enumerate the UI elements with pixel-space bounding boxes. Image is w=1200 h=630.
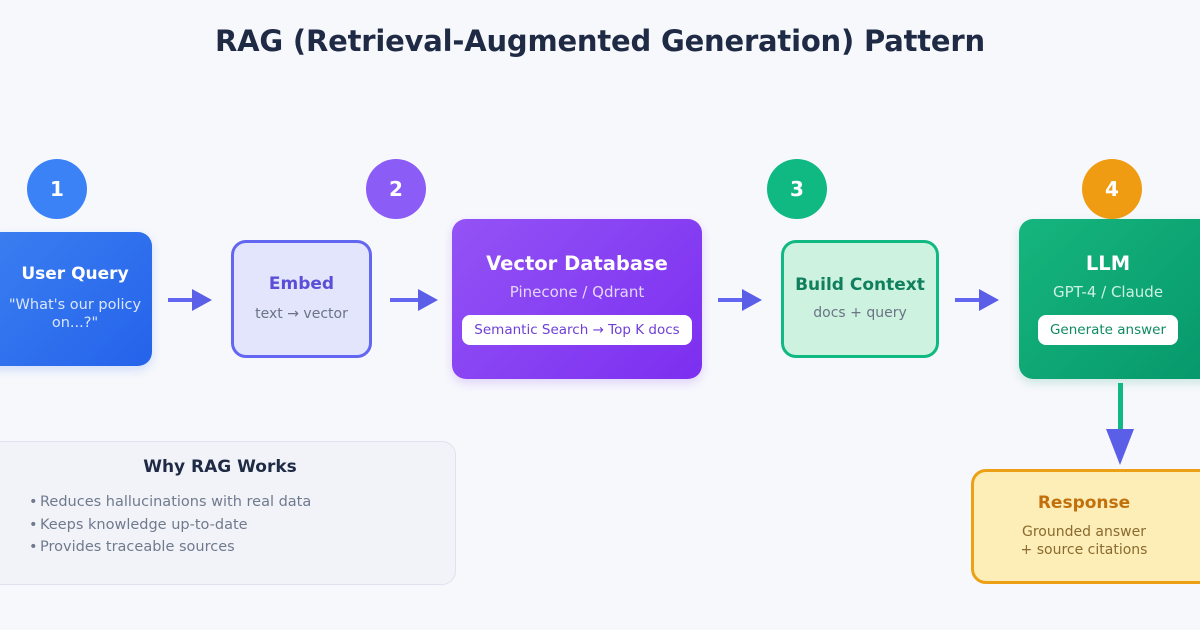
page-title: RAG (Retrieval-Augmented Generation) Pat…: [215, 24, 985, 58]
node-vector-database-subtitle: Pinecone / Qdrant: [509, 283, 645, 302]
step-badge-2: 2: [366, 159, 426, 219]
bullet-icon: •: [29, 516, 38, 533]
list-item-label: Provides traceable sources: [40, 539, 235, 556]
step-badge-4: 4: [1082, 159, 1142, 219]
arrow-llm-to-response: [1106, 383, 1134, 467]
node-user-query-subtitle: "What's our policy on...?": [8, 296, 142, 332]
list-item-label: Reduces hallucinations with real data: [40, 494, 312, 510]
arrow-head-down-icon: [1106, 429, 1134, 465]
arrow-shaft-vertical: [1117, 383, 1123, 429]
node-response-title: Response: [1037, 492, 1131, 513]
node-llm: LLM GPT-4 / Claude Generate answer: [1019, 219, 1200, 379]
why-rag-works-list: •Reduces hallucinations with real data •…: [27, 491, 431, 559]
node-build-context-subtitle: docs + query: [813, 304, 907, 321]
arrow-shaft: [955, 298, 979, 302]
arrow-shaft: [390, 298, 418, 302]
arrow-user-query-to-embed: [168, 289, 212, 311]
arrow-head-icon: [979, 289, 999, 311]
node-llm-chip: Generate answer: [1037, 314, 1179, 345]
bullet-icon: •: [29, 494, 38, 510]
node-embed-subtitle: text → vector: [255, 306, 348, 323]
why-rag-works-card: Why RAG Works •Reduces hallucinations wi…: [0, 441, 456, 585]
node-llm-title: LLM: [1085, 252, 1131, 276]
node-vector-database-chip: Semantic Search → Top K docs: [462, 314, 692, 345]
node-response-subtitle-line1: Grounded answer: [1021, 523, 1146, 540]
arrow-head-icon: [192, 289, 212, 311]
arrow-vector-db-to-build-context: [718, 289, 762, 311]
arrow-shaft: [718, 298, 742, 302]
node-llm-subtitle: GPT-4 / Claude: [1052, 283, 1164, 302]
why-rag-works-title: Why RAG Works: [143, 457, 297, 477]
node-user-query: User Query "What's our policy on...?": [0, 232, 152, 366]
node-embed-title: Embed: [268, 273, 335, 294]
node-build-context-title: Build Context: [795, 275, 925, 296]
node-response-subtitle-line2: + source citations: [1020, 541, 1148, 558]
node-build-context: Build Context docs + query: [781, 240, 939, 358]
arrow-head-icon: [742, 289, 762, 311]
arrow-build-context-to-llm: [955, 289, 999, 311]
bullet-icon: •: [29, 539, 38, 556]
list-item: •Keeps knowledge up-to-date: [27, 514, 431, 537]
list-item-label: Keeps knowledge up-to-date: [40, 516, 248, 533]
node-response: Response Grounded answer + source citati…: [971, 469, 1200, 584]
arrow-embed-to-vector-db: [390, 289, 438, 311]
node-vector-database: Vector Database Pinecone / Qdrant Semant…: [452, 219, 702, 379]
list-item: •Reduces hallucinations with real data: [27, 491, 431, 514]
list-item: •Provides traceable sources: [27, 536, 431, 559]
node-vector-database-title: Vector Database: [486, 252, 668, 276]
node-embed: Embed text → vector: [231, 240, 372, 358]
step-badge-3: 3: [767, 159, 827, 219]
step-badge-1: 1: [27, 159, 87, 219]
arrow-head-icon: [418, 289, 438, 311]
arrow-shaft: [168, 298, 192, 302]
node-user-query-title: User Query: [21, 263, 129, 284]
